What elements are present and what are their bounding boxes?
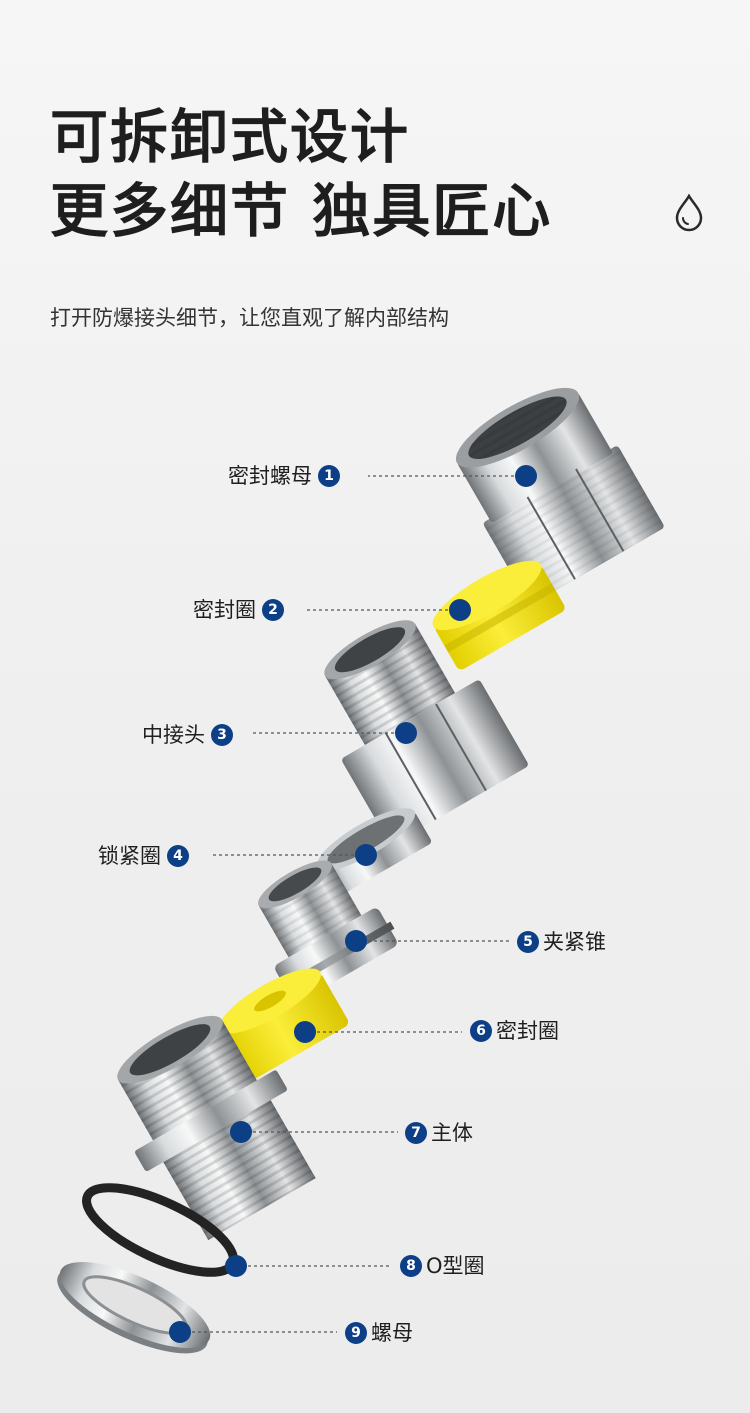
part-6-seal-ring (219, 968, 349, 1080)
label-part-3-number: 3 (211, 724, 233, 746)
label-part-2-text: 密封圈 (193, 598, 256, 622)
label-part-1-text: 密封螺母 (228, 464, 312, 488)
label-part-5-text: 夹紧锥 (543, 930, 606, 954)
label-part-9: 9 螺母 (345, 1321, 413, 1345)
marker-dot-part-4 (355, 844, 377, 866)
marker-dot-part-5 (345, 930, 367, 952)
label-part-6-text: 密封圈 (496, 1019, 559, 1043)
part-9-nut (57, 1262, 211, 1354)
label-part-8: 8 O型圈 (400, 1254, 485, 1278)
marker-dot-part-3 (395, 722, 417, 744)
leader-lines (180, 475, 526, 1333)
label-part-9-number: 9 (345, 1322, 367, 1344)
marker-dot-part-8 (225, 1255, 247, 1277)
marker-dot-part-7 (230, 1121, 252, 1143)
label-part-4-text: 锁紧圈 (98, 844, 161, 868)
headline-line-2: 更多细节 独具匠心 (50, 177, 553, 245)
exploded-view (57, 387, 666, 1354)
label-part-4: 锁紧圈 4 (98, 844, 189, 868)
label-part-9-text: 螺母 (371, 1321, 413, 1345)
label-part-6: 6 密封圈 (470, 1019, 559, 1043)
part-7-main-body (117, 1015, 316, 1241)
label-part-5-number: 5 (517, 931, 539, 953)
label-part-4-number: 4 (167, 845, 189, 867)
label-part-2: 密封圈 2 (193, 598, 284, 622)
label-part-1: 密封螺母 1 (228, 464, 340, 488)
label-part-3: 中接头 3 (142, 723, 233, 747)
label-part-7-number: 7 (405, 1122, 427, 1144)
headline-line-1: 可拆卸式设计 (50, 103, 411, 171)
label-part-8-number: 8 (400, 1255, 422, 1277)
label-part-5: 5 夹紧锥 (517, 930, 606, 954)
label-part-1-number: 1 (318, 465, 340, 487)
label-part-7: 7 主体 (405, 1121, 473, 1145)
marker-dot-part-6 (294, 1021, 316, 1043)
marker-dot-part-2 (449, 599, 471, 621)
label-part-2-number: 2 (262, 599, 284, 621)
water-drop-icon (675, 193, 703, 232)
label-part-6-number: 6 (470, 1020, 492, 1042)
part-1-sealing-nut (455, 387, 666, 606)
label-part-3-text: 中接头 (142, 723, 205, 747)
subtitle: 打开防爆接头细节，让您直观了解内部结构 (50, 306, 449, 330)
label-part-7-text: 主体 (431, 1121, 473, 1145)
marker-dots (169, 465, 537, 1343)
label-part-8-text: O型圈 (426, 1254, 485, 1278)
marker-dot-part-9 (169, 1321, 191, 1343)
part-3-middle-joint (324, 620, 528, 845)
marker-dot-part-1 (515, 465, 537, 487)
headline: 可拆卸式设计 更多细节 独具匠心 (50, 100, 552, 248)
